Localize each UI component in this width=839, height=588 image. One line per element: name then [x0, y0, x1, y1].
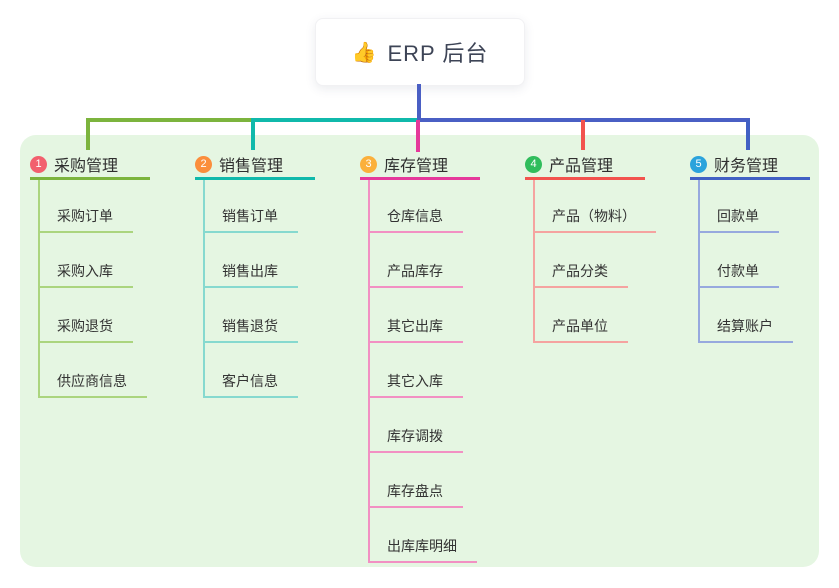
child-node[interactable]: 产品（物料）: [533, 201, 656, 233]
child-node[interactable]: 销售订单: [203, 201, 298, 233]
branch-number-badge: 3: [360, 155, 377, 173]
branch-label: 财务管理: [714, 158, 779, 175]
branch-number-badge: 5: [690, 155, 707, 173]
branch-child-spine-2: [203, 180, 205, 398]
root-connector-line: [417, 84, 421, 120]
child-node[interactable]: 仓库信息: [368, 201, 463, 233]
branch-node-5[interactable]: 5 财务管理: [690, 151, 810, 180]
branch-drop-line-2: [251, 120, 255, 150]
root-title: ERP 后台: [387, 41, 489, 66]
branch-drop-line-4: [581, 120, 585, 150]
branch-node-3[interactable]: 3 库存管理: [360, 151, 480, 180]
rail-left-green: [86, 118, 253, 122]
branch-drop-line-5: [746, 120, 750, 150]
branches-panel: [20, 135, 819, 567]
branch-node-4[interactable]: 4 产品管理: [525, 151, 645, 180]
branch-label: 产品管理: [549, 158, 614, 175]
branch-label: 库存管理: [384, 158, 449, 175]
child-node[interactable]: 产品分类: [533, 256, 628, 288]
child-node[interactable]: 采购退货: [38, 311, 133, 343]
branch-child-spine-5: [698, 180, 700, 343]
branch-child-spine-4: [533, 180, 535, 343]
branch-child-spine-3: [368, 180, 370, 563]
branch-node-2[interactable]: 2 销售管理: [195, 151, 315, 180]
child-node[interactable]: 产品库存: [368, 256, 463, 288]
branch-label: 采购管理: [54, 158, 119, 175]
root-node[interactable]: 👍 ERP 后台: [315, 18, 525, 86]
child-node[interactable]: 回款单: [698, 201, 779, 233]
branch-child-spine-1: [38, 180, 40, 398]
branch-number-badge: 4: [525, 155, 542, 173]
child-node[interactable]: 销售出库: [203, 256, 298, 288]
child-node[interactable]: 库存盘点: [368, 476, 463, 508]
child-node[interactable]: 结算账户: [698, 311, 793, 343]
branch-drop-line-1: [86, 120, 90, 150]
child-node[interactable]: 其它出库: [368, 311, 463, 343]
child-node[interactable]: 客户信息: [203, 366, 298, 398]
thumbs-up-icon: 👍: [351, 41, 378, 64]
rail-mid-teal: [251, 118, 419, 122]
child-node[interactable]: 出库库明细: [368, 531, 477, 563]
child-node[interactable]: 供应商信息: [38, 366, 147, 398]
child-node[interactable]: 付款单: [698, 256, 779, 288]
child-node[interactable]: 库存调拨: [368, 421, 463, 453]
child-node[interactable]: 产品单位: [533, 311, 628, 343]
branch-drop-line-3: [416, 120, 420, 152]
branch-number-badge: 2: [195, 155, 212, 173]
branch-node-1[interactable]: 1 采购管理: [30, 151, 150, 180]
child-node[interactable]: 销售退货: [203, 311, 298, 343]
child-node[interactable]: 其它入库: [368, 366, 463, 398]
branch-number-badge: 1: [30, 155, 47, 173]
child-node[interactable]: 采购订单: [38, 201, 133, 233]
child-node[interactable]: 采购入库: [38, 256, 133, 288]
branch-label: 销售管理: [219, 158, 284, 175]
